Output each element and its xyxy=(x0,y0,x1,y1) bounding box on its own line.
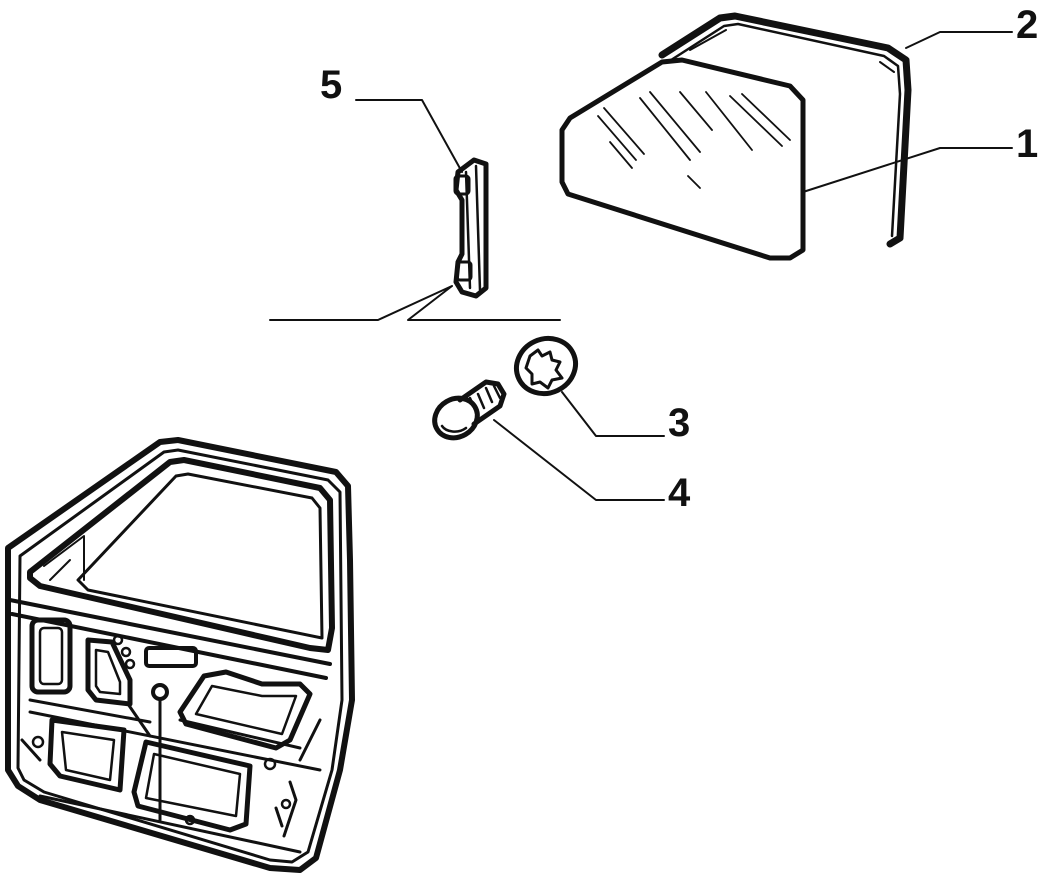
leader-line-bracket-base xyxy=(269,285,561,321)
leader-lines xyxy=(269,31,1013,501)
leader-line-5 xyxy=(355,99,463,173)
window-channel-seal xyxy=(658,12,912,248)
part-label-1: 1 xyxy=(1016,122,1038,166)
leader-line-1 xyxy=(802,147,1013,193)
leader-line-3 xyxy=(561,391,665,437)
bolt xyxy=(432,379,507,441)
leader-line-2 xyxy=(905,31,1013,49)
glass-lift-bracket xyxy=(453,157,489,299)
door-shell xyxy=(5,437,355,873)
part-label-2: 2 xyxy=(1016,3,1038,47)
lock-washer xyxy=(514,335,578,397)
part-label-5: 5 xyxy=(320,63,342,107)
window-glass xyxy=(559,57,806,261)
leader-line-4 xyxy=(493,419,665,501)
part-label-4: 4 xyxy=(668,471,691,515)
part-label-3: 3 xyxy=(668,401,690,445)
